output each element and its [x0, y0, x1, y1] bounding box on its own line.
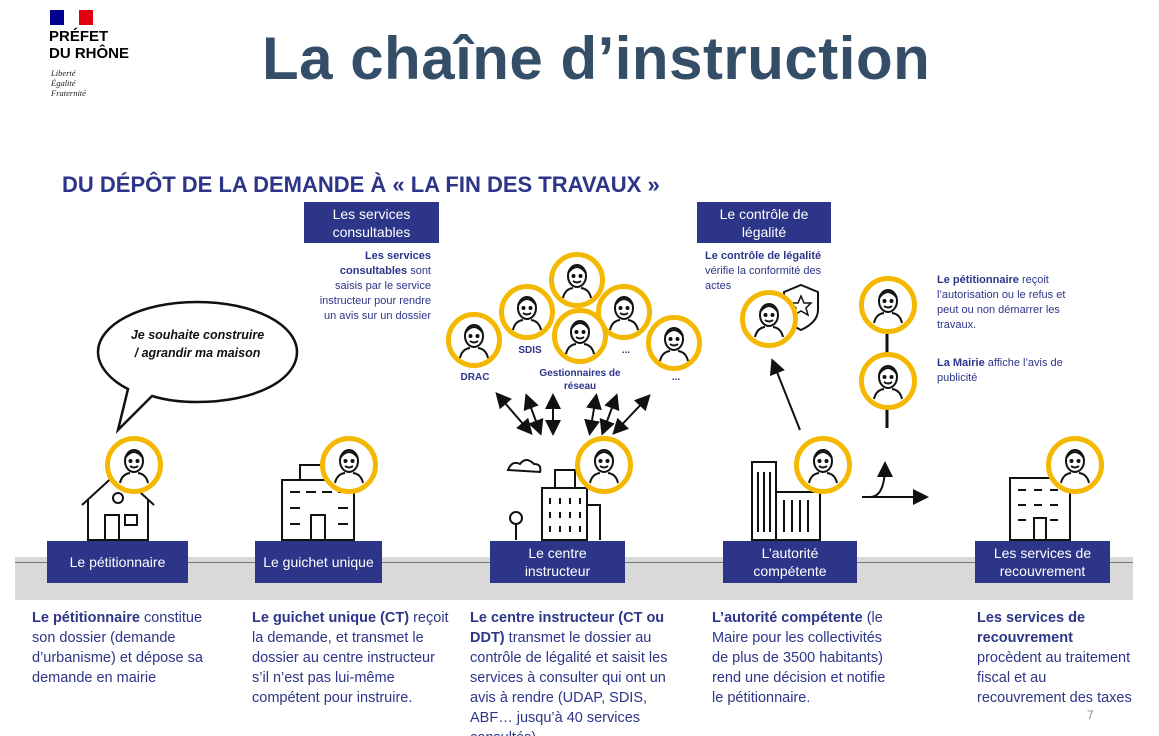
sdis-label: SDIS	[518, 345, 542, 356]
service-avatar-icon	[646, 315, 702, 371]
service-avatar-icon	[549, 252, 605, 308]
step-autorite-competente: L’autorité compétente	[723, 541, 857, 583]
controle-legalite-header: Le contrôle de légalité	[697, 202, 831, 243]
speech-bubble	[96, 300, 299, 435]
step-desc-recouvrement: Les services de recouvrement procèdent a…	[977, 610, 1132, 706]
page-title: La chaîne d’instruction	[262, 25, 931, 92]
recouvrement-avatar-icon	[1046, 436, 1104, 494]
instructeur-avatar-icon	[575, 436, 633, 494]
step-desc-centre: Le centre instructeur (CT ou DDT) transm…	[470, 610, 668, 736]
petitionnaire-avatar-icon	[105, 436, 163, 494]
mairie-avatar-icon	[859, 352, 917, 410]
drac-label: DRAC	[460, 372, 490, 383]
motto-line: Fraternité	[51, 88, 86, 98]
mairie-desc: La Mairie affiche l’avis de publicité	[937, 357, 1063, 384]
step-desc-petitionnaire: Le pétitionnaire constitue son dossier (…	[32, 610, 203, 686]
drac-avatar-icon	[446, 312, 502, 368]
services-consultables-header: Les services consultables	[304, 202, 439, 243]
org-line1: PRÉFET	[49, 28, 109, 45]
etc-label: ...	[671, 372, 681, 383]
step-services-recouvrement: Les services de recouvrement	[975, 541, 1110, 583]
guichet-avatar-icon	[320, 436, 378, 494]
fork-arrow	[862, 465, 915, 498]
step-desc-guichet: Le guichet unique (CT) reçoit la demande…	[252, 610, 449, 706]
motto-line: Liberté	[51, 68, 76, 78]
motto-line: Égalité	[51, 78, 76, 88]
speech-bubble-text: Je souhaite construire / agrandir ma mai…	[130, 328, 265, 360]
marianne-flag-logo	[50, 10, 93, 25]
step-desc-autorite: L’autorité compétente (le Maire pour les…	[712, 610, 886, 706]
page-number: 7	[1087, 708, 1094, 722]
controleur-avatar-icon	[740, 290, 798, 348]
step-centre-instructeur: Le centre instructeur	[490, 541, 625, 583]
gestionnaires-avatar-icon	[552, 308, 608, 364]
arrow-to-controle	[769, 358, 801, 431]
org-line2: DU RHÔNE	[49, 45, 130, 62]
autorite-avatar-icon	[794, 436, 852, 494]
consultation-arrows	[495, 391, 651, 436]
tower-building-icon	[751, 461, 821, 541]
office-building-icon	[1009, 477, 1071, 541]
subtitle: DU DÉPÔT DE LA DEMANDE À « LA FIN DES TR…	[62, 172, 660, 197]
step-petitionnaire: Le pétitionnaire	[47, 541, 188, 583]
services-consultables-desc: Les services consultables sont saisis pa…	[319, 250, 431, 322]
controle-legalite-desc: Le contrôle de légalité vérifie la confo…	[705, 250, 822, 292]
petitionnaire-result-desc: Le pétitionnaire reçoit l’autorisation o…	[937, 274, 1066, 331]
step-guichet-unique: Le guichet unique	[255, 541, 382, 583]
etc-label: ...	[621, 345, 631, 356]
gestionnaires-label: Gestionnaires de réseau	[539, 368, 621, 392]
petitionnaire-result-avatar-icon	[859, 276, 917, 334]
sdis-avatar-icon	[499, 284, 555, 340]
service-avatar-icon	[596, 284, 652, 340]
city-buildings-icon	[506, 459, 601, 541]
